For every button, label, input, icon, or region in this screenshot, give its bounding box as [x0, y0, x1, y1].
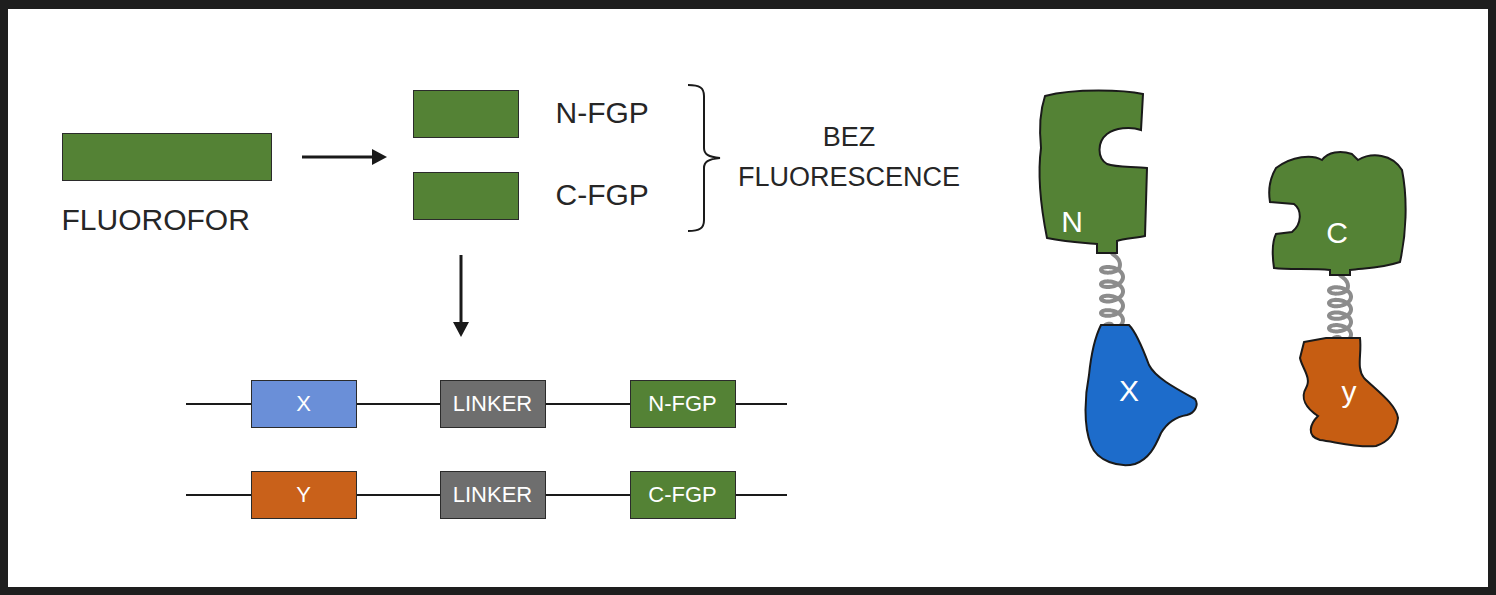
gene-box: X [251, 380, 357, 428]
protein-blob: N [1035, 88, 1151, 253]
linker-spring [1329, 275, 1351, 344]
part-label: N-FGP [556, 96, 649, 131]
protein-letter: X [1119, 374, 1139, 409]
dna-strand [546, 494, 630, 496]
blob-shape [1300, 338, 1398, 446]
fragment-box: N-FGP [630, 380, 736, 428]
box-label: X [296, 391, 311, 416]
blob-shape [1269, 152, 1405, 275]
blob-outline [1083, 325, 1199, 467]
fragment-bar: N-FGP [413, 90, 519, 138]
box-label: Y [296, 482, 311, 507]
blob-outline [1262, 150, 1408, 275]
protein-blob: y [1296, 338, 1400, 448]
split-arrow-head [372, 149, 387, 165]
slide-panel [8, 9, 1488, 587]
blob-outline [1035, 88, 1151, 253]
linker-box: LINKER [440, 471, 546, 519]
dna-strand-tail [736, 403, 787, 405]
state-note: BEZ FLUORESCENCE [729, 117, 969, 197]
dna-strand-tail [186, 494, 251, 496]
linker-spring [1101, 253, 1123, 330]
dna-strand-tail [186, 403, 251, 405]
dna-strand [546, 403, 630, 405]
split-arrow-shaft [302, 156, 373, 159]
down-arrow-shaft [460, 255, 463, 323]
dna-strand [357, 494, 440, 496]
box-label: N-FGP [648, 391, 716, 416]
protein-letter: N [1061, 205, 1083, 240]
protein-letter: C [1326, 216, 1348, 251]
fluorophore-bar: FLUOROFOR [62, 133, 272, 181]
blob-shape [1086, 325, 1197, 465]
box-label: LINKER [453, 391, 532, 416]
curly-bracket [688, 85, 720, 231]
part-label: C-FGP [556, 178, 649, 213]
dna-strand [357, 403, 440, 405]
fragment-bar: C-FGP [413, 172, 519, 220]
blob-shape [1039, 91, 1147, 254]
gene-box: Y [251, 471, 357, 519]
protein-blob: X [1083, 325, 1199, 467]
dna-strand-tail [736, 494, 787, 496]
box-label: LINKER [453, 482, 532, 507]
box-label: C-FGP [648, 482, 716, 507]
down-arrow-head [453, 322, 469, 337]
linker-box: LINKER [440, 380, 546, 428]
fragment-box: C-FGP [630, 471, 736, 519]
protein-letter: y [1342, 375, 1357, 410]
part-label: FLUOROFOR [62, 203, 250, 238]
protein-blob: C [1262, 150, 1408, 275]
